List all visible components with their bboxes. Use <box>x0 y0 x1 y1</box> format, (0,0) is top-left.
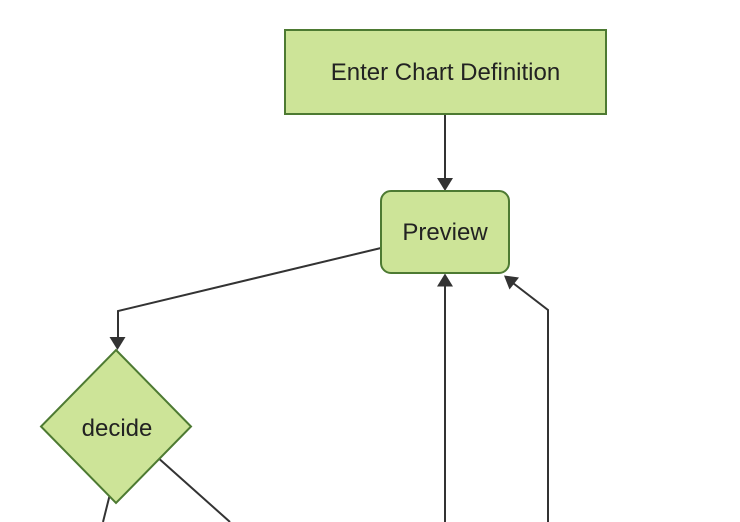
edge-enter-to-preview <box>437 114 453 191</box>
node-preview-label: Preview <box>402 219 488 246</box>
edge-decide-to-offscreen-bottom-right <box>155 455 231 522</box>
arrowhead-into-preview-top <box>437 178 453 191</box>
edge-preview-to-decide-line <box>117 247 382 341</box>
node-enter-chart-definition: Enter Chart Definition <box>284 29 607 115</box>
node-enter-chart-definition-label: Enter Chart Definition <box>331 59 560 86</box>
node-enter-chart-definition-shape <box>284 29 607 115</box>
arrowhead-into-preview-corner <box>504 275 519 290</box>
node-decide-shape <box>39 348 193 505</box>
node-decide-label: decide <box>82 415 153 442</box>
edge-decide-to-offscreen-bottom-left <box>102 493 111 522</box>
node-preview: Preview <box>380 190 510 274</box>
edge-offscreen-bottom-to-preview <box>437 273 453 522</box>
node-decide: decide <box>39 348 193 505</box>
arrowhead-into-preview-bottom <box>437 273 453 287</box>
edge-offscreen-bottomright-to-preview <box>504 275 549 522</box>
edge-offscreen-bottomright-to-preview-line <box>510 280 549 522</box>
arrowhead-into-decide-top <box>109 337 126 350</box>
edge-preview-to-decide <box>109 247 382 350</box>
node-preview-shape <box>380 190 510 274</box>
